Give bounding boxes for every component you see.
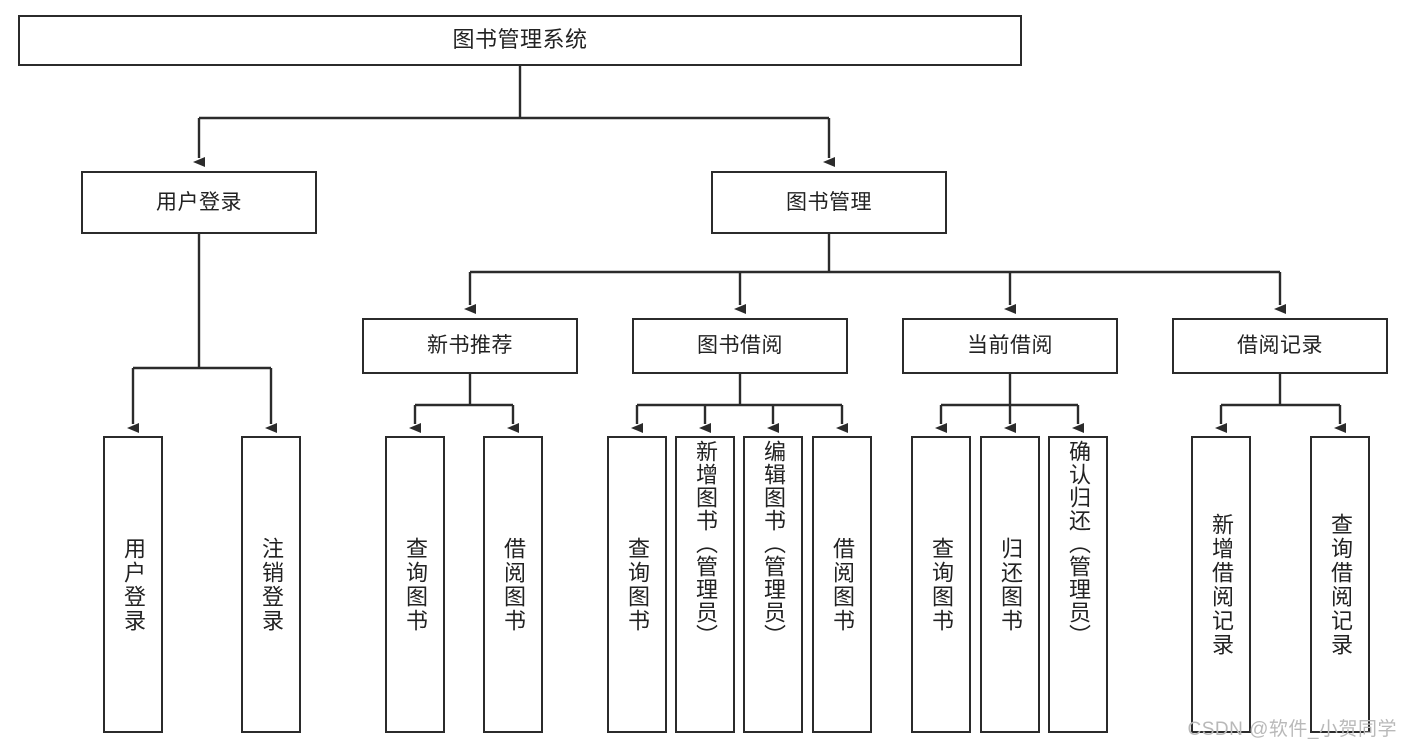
- leaf-logout[interactable]: 注销登录: [241, 436, 301, 733]
- node-label: 图书借阅: [697, 334, 783, 358]
- node-label: 新增图书（管理员）: [693, 440, 718, 647]
- node-label: 确认归还（管理员）: [1066, 440, 1091, 647]
- node-label: 注销登录: [259, 536, 284, 633]
- leaf-user-login[interactable]: 用户登录: [103, 436, 163, 733]
- node-label: 借阅图书: [501, 536, 526, 633]
- leaf-query-book-recommend[interactable]: 查询图书: [385, 436, 445, 733]
- leaf-add-borrow-record[interactable]: 新增借阅记录: [1191, 436, 1251, 733]
- node-label: 查询借阅记录: [1328, 512, 1353, 657]
- leaf-query-book-borrow[interactable]: 查询图书: [607, 436, 667, 733]
- leaf-return-book[interactable]: 归还图书: [980, 436, 1040, 733]
- node-label: 新增借阅记录: [1209, 512, 1234, 657]
- leaf-confirm-return-admin[interactable]: 确认归还（管理员）: [1048, 436, 1108, 733]
- csdn-watermark: CSDN @软件_小贺同学: [1187, 719, 1397, 740]
- node-label: 图书管理: [786, 190, 872, 214]
- leaf-add-book-admin[interactable]: 新增图书（管理员）: [675, 436, 735, 733]
- leaf-edit-book-admin[interactable]: 编辑图书（管理员）: [743, 436, 803, 733]
- node-label: 图书管理系统: [452, 27, 588, 53]
- node-label: 查询图书: [625, 536, 650, 633]
- node-root-system[interactable]: 图书管理系统: [18, 15, 1022, 66]
- node-label: 归还图书: [998, 536, 1023, 633]
- node-label: 借阅记录: [1237, 334, 1323, 358]
- node-label: 用户登录: [156, 190, 242, 214]
- node-label: 查询图书: [929, 536, 954, 633]
- node-book-borrow[interactable]: 图书借阅: [632, 318, 848, 374]
- leaf-query-book-current[interactable]: 查询图书: [911, 436, 971, 733]
- node-label: 当前借阅: [967, 334, 1053, 358]
- node-label: 编辑图书（管理员）: [761, 440, 786, 647]
- leaf-borrow-book[interactable]: 借阅图书: [812, 436, 872, 733]
- node-label: 查询图书: [403, 536, 428, 633]
- node-borrow-records[interactable]: 借阅记录: [1172, 318, 1388, 374]
- leaf-query-borrow-record[interactable]: 查询借阅记录: [1310, 436, 1370, 733]
- node-user-login[interactable]: 用户登录: [81, 171, 317, 234]
- node-label: 借阅图书: [830, 536, 855, 633]
- node-new-book-recommend[interactable]: 新书推荐: [362, 318, 578, 374]
- node-label: 用户登录: [121, 536, 146, 633]
- leaf-borrow-book-recommend[interactable]: 借阅图书: [483, 436, 543, 733]
- node-label: 新书推荐: [427, 334, 513, 358]
- node-current-borrow[interactable]: 当前借阅: [902, 318, 1118, 374]
- node-book-management[interactable]: 图书管理: [711, 171, 947, 234]
